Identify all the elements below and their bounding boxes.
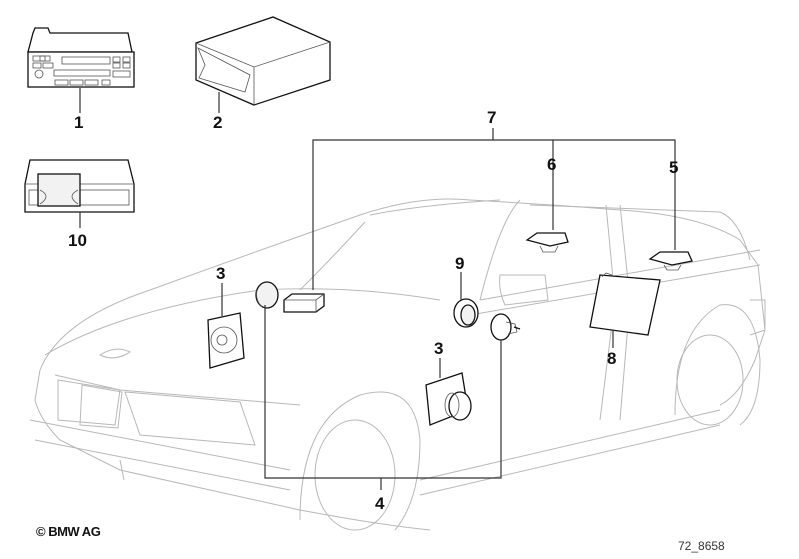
part-small-box[interactable]	[283, 293, 325, 313]
callout-8: 8	[607, 349, 616, 368]
callout-2: 2	[213, 113, 222, 132]
reference-number: 72_8658	[678, 539, 725, 553]
callout-1: 1	[74, 113, 83, 132]
callout-3-upper: 3	[216, 264, 225, 283]
callout-7: 7	[487, 108, 496, 127]
callout-9: 9	[455, 254, 464, 273]
part-tweeter[interactable]	[453, 298, 479, 328]
callout-4: 4	[375, 494, 385, 513]
callout-10: 10	[68, 231, 87, 250]
bracket-7	[312, 128, 676, 290]
part-rear-speaker-right[interactable]	[648, 251, 693, 271]
callout-3-lower: 3	[434, 339, 443, 358]
part-small-speaker[interactable]	[490, 313, 521, 341]
part-tweeter-cap[interactable]	[255, 281, 279, 309]
vehicle-outline	[29, 198, 766, 531]
part-rear-panel[interactable]	[589, 272, 661, 336]
callout-6: 6	[547, 155, 556, 174]
part-cassette-module[interactable]	[24, 159, 135, 213]
callout-5: 5	[669, 158, 678, 177]
callouts: 1 2 3 3 4 5 6 7 8 9 10	[68, 108, 678, 513]
part-front-speaker-lower[interactable]	[425, 372, 472, 426]
part-amplifier-box[interactable]	[195, 16, 331, 106]
part-rear-speaker-left[interactable]	[525, 232, 569, 253]
part-front-speaker-upper[interactable]	[207, 312, 245, 369]
copyright-label: © BMW AG	[36, 524, 101, 539]
part-radio[interactable]	[27, 27, 135, 88]
bracket-4	[264, 305, 502, 490]
